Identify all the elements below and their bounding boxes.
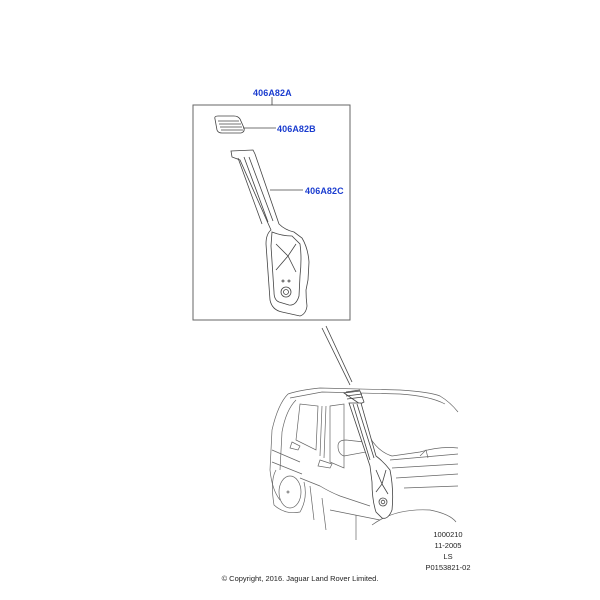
ram-cap-part [214,115,245,134]
meta-illustration-id: P0153821-02 [425,563,471,572]
vehicle-snorkel [342,389,394,519]
snorkel-body-part [230,149,310,317]
meta-ref: 1000210 [433,530,463,539]
callout-406a82a[interactable]: 406A82A [253,88,292,98]
callout-406a82c[interactable]: 406A82C [305,186,344,196]
callout-406a82b[interactable]: 406A82B [277,124,316,134]
meta-block: 1000210 11-2005 LS P0153821-02 [408,529,488,573]
detail-box [192,104,351,321]
meta-date: 11-2005 [434,541,462,550]
copyright-notice: © Copyright, 2016. Jaguar Land Rover Lim… [221,574,379,583]
pointer-line [325,325,353,383]
meta-code: LS [443,552,453,561]
vehicle-illustration [269,387,459,540]
pointer-line [321,327,351,386]
